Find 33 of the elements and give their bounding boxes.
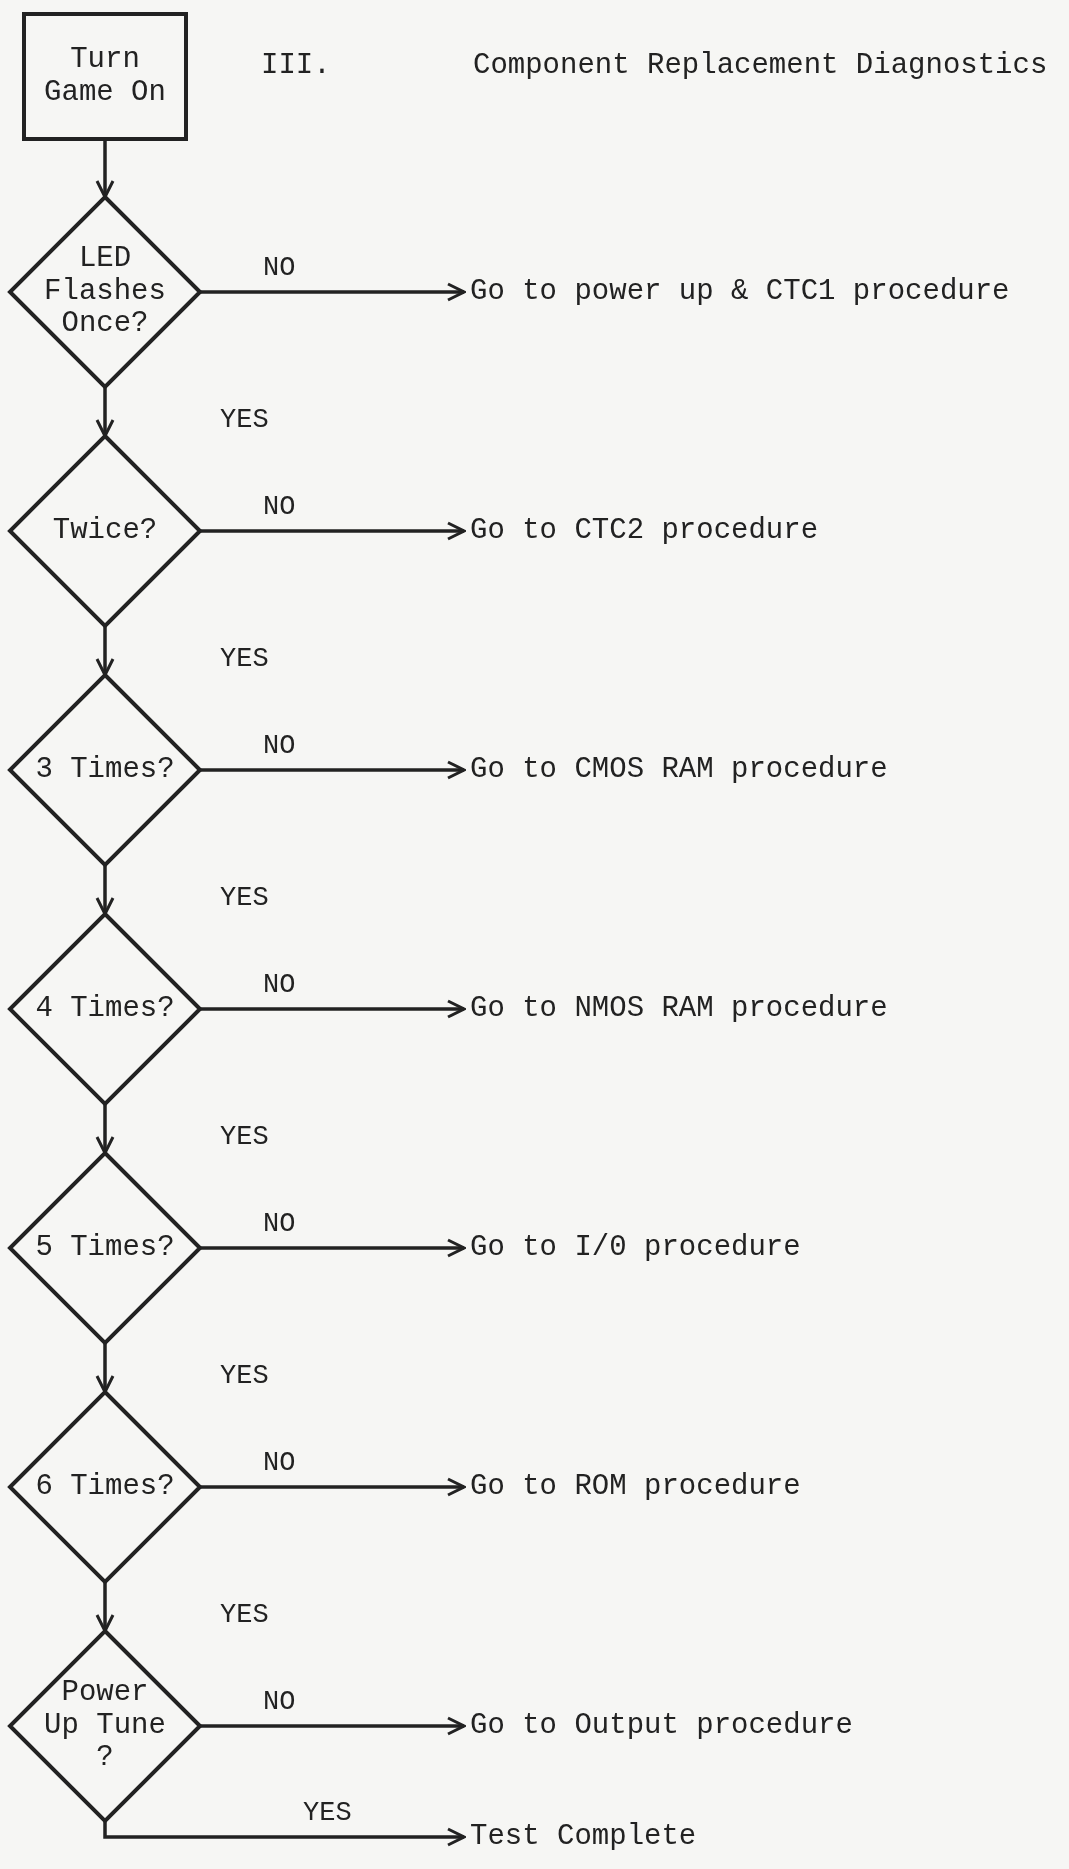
decision-text: Twice? xyxy=(51,514,159,548)
title: Component Replacement Diagnostics xyxy=(472,50,1049,82)
decision-text: 3 Times? xyxy=(34,753,176,787)
procedure-text: Go to ROM procedure xyxy=(470,1470,801,1504)
arrow xyxy=(200,1238,466,1258)
arrow xyxy=(95,1343,115,1394)
arrow xyxy=(200,1716,466,1736)
procedure-text: Go to power up & CTC1 procedure xyxy=(470,275,1010,309)
arrow xyxy=(200,521,466,541)
arrow xyxy=(200,999,466,1019)
arrow xyxy=(103,1821,466,1847)
arrow xyxy=(95,1582,115,1633)
arrow xyxy=(95,141,115,199)
procedure-text: Test Complete xyxy=(470,1820,697,1854)
procedure-text: Go to I/0 procedure xyxy=(470,1231,801,1265)
arrow xyxy=(200,282,466,302)
arrow xyxy=(95,626,115,677)
arrow xyxy=(95,865,115,916)
decision-text: LED Flashes Once? xyxy=(43,243,167,341)
step-text: Turn Game On xyxy=(43,44,167,109)
arrow xyxy=(200,1477,466,1497)
arrow xyxy=(95,387,115,438)
procedure-text: Go to Output procedure xyxy=(470,1709,853,1743)
decision-text: 6 Times? xyxy=(34,1470,176,1504)
decision-text: Power Up Tune ? xyxy=(43,1677,167,1775)
decision-text: 5 Times? xyxy=(34,1231,176,1265)
arrow xyxy=(95,1104,115,1155)
decision-text: 4 Times? xyxy=(34,992,176,1026)
procedure-text: Go to NMOS RAM procedure xyxy=(470,992,888,1026)
procedure-text: Go to CTC2 procedure xyxy=(470,514,819,548)
procedure-text: Go to CMOS RAM procedure xyxy=(470,753,888,787)
section-number: III. xyxy=(260,50,332,82)
arrow xyxy=(200,760,466,780)
